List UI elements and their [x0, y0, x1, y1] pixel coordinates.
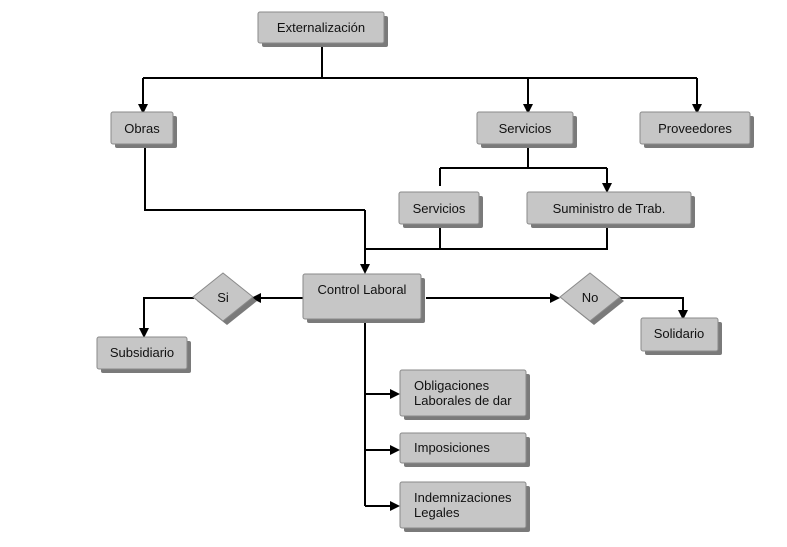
decision-si-label: Si	[217, 290, 229, 305]
node-suministro: Suministro de Trab.	[526, 191, 695, 228]
arrowhead-si	[251, 293, 261, 303]
node-servicios-top-label: Servicios	[499, 121, 552, 136]
node-obras-label: Obras	[124, 121, 160, 136]
node-indemnizaciones-label-line2: Legales	[414, 505, 460, 520]
node-externalizacion-label: Externalización	[277, 20, 365, 35]
arrowhead-indemnizaciones	[390, 501, 400, 511]
node-servicios-top: Servicios	[476, 111, 577, 148]
node-obligaciones: Obligaciones Laborales de dar	[399, 369, 530, 420]
arrowhead-no	[550, 293, 560, 303]
node-subsidiario-label: Subsidiario	[110, 345, 174, 360]
decision-no-label: No	[582, 290, 599, 305]
node-servicios-sub-label: Servicios	[413, 201, 466, 216]
node-imposiciones: Imposiciones	[399, 432, 530, 467]
arrowhead-suministro	[602, 183, 612, 193]
connector-suministro-merge	[440, 228, 608, 250]
node-control-laboral: Control Laboral	[302, 273, 425, 323]
node-obligaciones-label-line1: Obligaciones	[414, 378, 490, 393]
node-externalizacion: Externalización	[257, 11, 388, 47]
decision-no: No	[559, 272, 624, 325]
connector-si-to-subsidiario	[143, 297, 194, 330]
arrowhead-obras	[138, 104, 148, 114]
arrowhead-control-laboral	[360, 264, 370, 274]
node-indemnizaciones-label-line1: Indemnizaciones	[414, 490, 512, 505]
node-control-laboral-label: Control Laboral	[318, 282, 407, 297]
connector-no-to-solidario	[620, 297, 684, 312]
node-obras: Obras	[110, 111, 177, 148]
node-indemnizaciones: Indemnizaciones Legales	[399, 481, 530, 532]
node-solidario: Solidario	[640, 317, 722, 355]
arrowhead-proveedores	[692, 104, 702, 114]
arrowhead-servicios-top	[523, 104, 533, 114]
arrowhead-obligaciones	[390, 389, 400, 399]
decision-si: Si	[192, 272, 257, 325]
node-subsidiario: Subsidiario	[96, 336, 191, 373]
node-suministro-label: Suministro de Trab.	[553, 201, 666, 216]
connectors	[142, 44, 698, 507]
arrowheads	[138, 104, 702, 511]
arrowhead-subsidiario	[139, 328, 149, 338]
connector-obras-to-control	[144, 145, 365, 211]
node-proveedores-label: Proveedores	[658, 121, 732, 136]
node-servicios-sub: Servicios	[398, 191, 483, 228]
arrowhead-solidario	[678, 310, 688, 320]
node-obligaciones-label-line2: Laborales de dar	[414, 393, 512, 408]
node-solidario-label: Solidario	[654, 326, 705, 341]
arrowhead-imposiciones	[390, 445, 400, 455]
connector-servicios-sub-merge	[365, 228, 441, 250]
node-proveedores: Proveedores	[639, 111, 754, 148]
node-imposiciones-label: Imposiciones	[414, 440, 490, 455]
